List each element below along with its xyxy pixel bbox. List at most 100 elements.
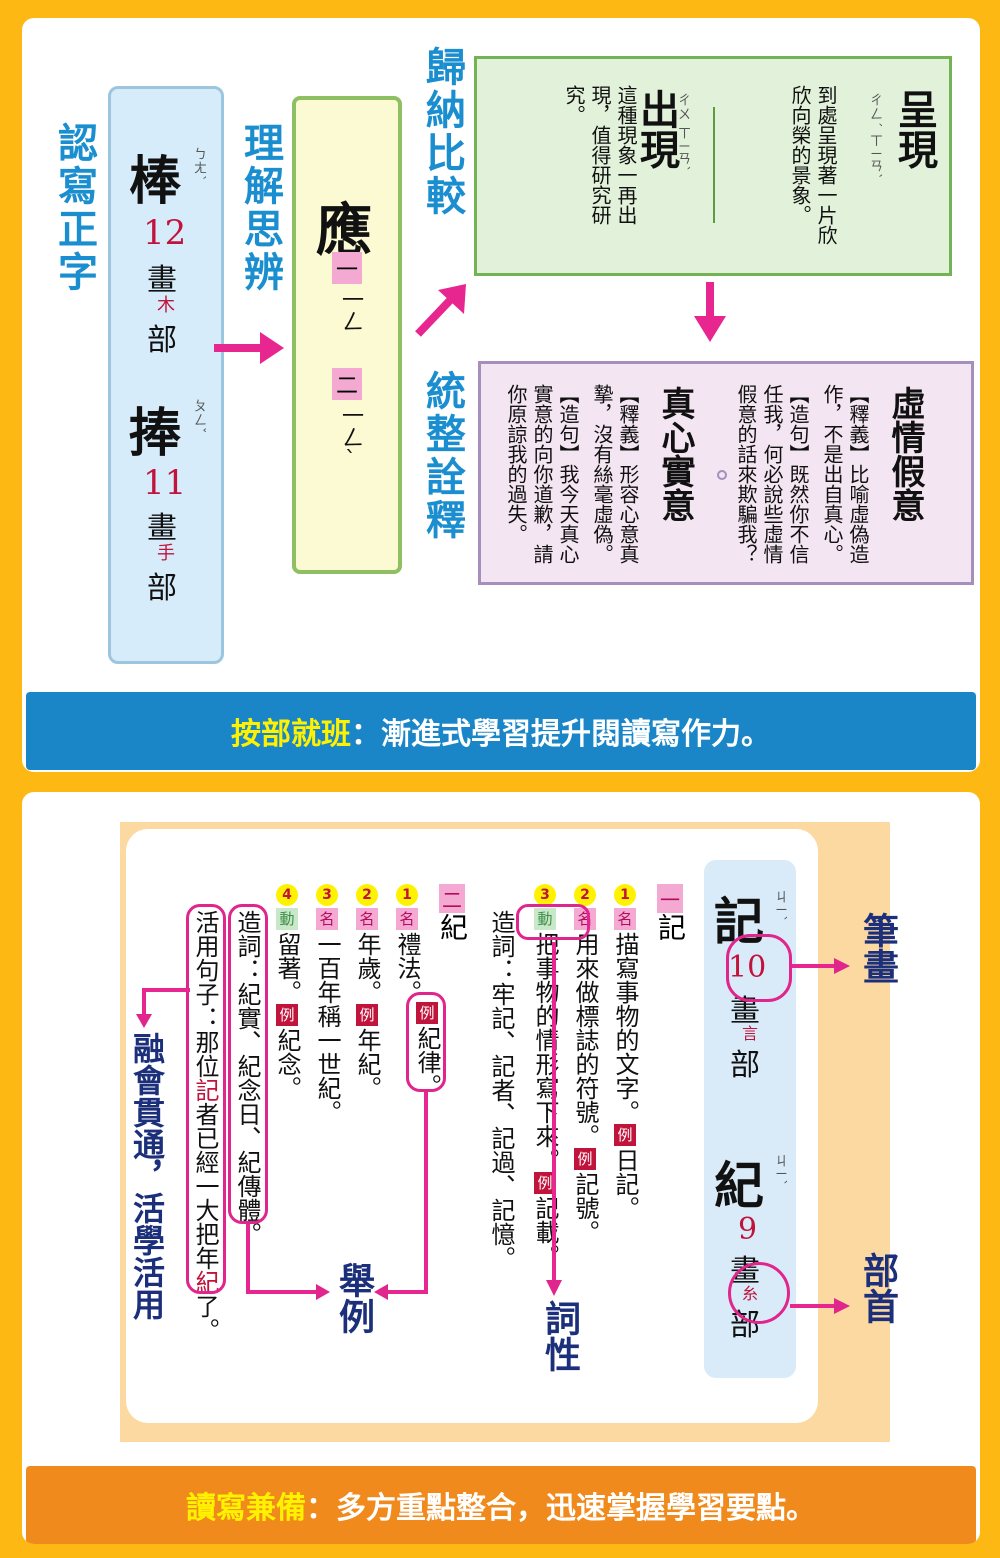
entry1-char: 記 [654, 913, 687, 941]
entry1-definition-2: 2名用來做標誌的符號。例記號。 [570, 884, 600, 1244]
entry2-header: 二紀 [432, 884, 472, 941]
divider [713, 107, 715, 223]
idiom-2-sentence: 【造句】我今天真心實意的向你道歉，請你原諒我的過失。 [504, 384, 580, 564]
connector [424, 1092, 428, 1292]
divider-ornament [717, 470, 727, 480]
label-apply: 融會貫通，活學活用 [128, 1032, 166, 1320]
example-tag: 例 [574, 1148, 596, 1170]
sentence-text: 了。 [191, 1294, 219, 1342]
idiom-1-meaning: 【釋義】比喻虛偽造作，不是出自真心。 [820, 384, 870, 564]
example-tag: 例 [416, 1002, 438, 1024]
entry2-definition-3: 3名一百年稱一世紀。 [312, 884, 342, 1124]
highlight-example [406, 992, 446, 1092]
idiom-panel: 虛情假意 【釋義】比喻虛偽造作，不是出自真心。 【造句】既然你不信任我，何必說些… [478, 361, 974, 585]
connector [246, 1224, 250, 1294]
label-pos: 詞性 [539, 1300, 581, 1372]
highlight-radical [728, 1262, 790, 1324]
sentence-highlight: 記 [191, 1078, 219, 1102]
hua-label: 畫 [147, 263, 177, 298]
definition-text: 一百年稱一世紀。 [313, 932, 341, 1124]
char-bang: 棒 [129, 151, 182, 212]
arrow-to-radical [790, 1304, 836, 1308]
word-chengxian-zhuyin: ㄔㄥˊ ㄒㄧㄢˋ [867, 93, 882, 181]
example-tag: 例 [276, 1004, 298, 1026]
definition-index: 2 [356, 884, 378, 906]
idiom-zhenxinshiyi: 真心實意 [655, 386, 695, 522]
highlight-sentence [186, 904, 226, 1294]
heading-recognize: 認寫正字 [51, 122, 97, 294]
reading-2-zhuyin: 一ㄥˋ [338, 404, 363, 473]
entry2-definition-2: 2名年歲。例年紀。 [352, 884, 382, 1100]
heading-induce: 歸納比較 [419, 46, 465, 218]
entry1-definition-1: 1名描寫事物的文字。例日記。 [610, 884, 640, 1220]
char-peng: 捧 [129, 403, 182, 464]
char-ji-zhuyin: ㄐㄧˋ [772, 890, 787, 923]
pos-tag: 名 [356, 908, 378, 930]
banner-text: ：漸進式學習提升閱讀寫作力。 [351, 717, 771, 752]
heading-integrate: 統整詮釋 [419, 370, 465, 542]
pos-tag: 動 [276, 908, 298, 930]
highlight-strokes [726, 934, 792, 1002]
reading-2-badge: 二 [332, 368, 363, 400]
definition-text: 描寫事物的文字。 [611, 932, 639, 1124]
arrow-up-right [412, 280, 472, 340]
pos-tag: 名 [316, 908, 338, 930]
banner-text: ：多方重點整合，迅速掌握學習要點。 [306, 1491, 816, 1526]
definition-index: 2 [574, 884, 596, 906]
entry1-number: 一 [657, 884, 683, 913]
idiom-2-meaning: 【釋義】形容心意真摯，沒有絲毫虛偽。 [590, 384, 640, 564]
label-radical: 部首 [857, 1252, 899, 1324]
word-chengxian-example: 到處呈現著一片欣欣向榮的景象。 [788, 85, 838, 245]
char-ji2-zhuyin: ㄐㄧˋ [772, 1154, 787, 1187]
pos-tag: 名 [396, 908, 418, 930]
banner-highlight: 按部就班 [231, 717, 351, 752]
definition-index: 1 [614, 884, 636, 906]
arrow-head [546, 1280, 562, 1296]
comparison-panel: 呈現 ㄔㄥˊ ㄒㄧㄢˋ 到處呈現著一片欣欣向榮的景象。 出現 ㄔㄨ ㄒㄧㄢˋ 這… [474, 56, 952, 276]
label-strokes: 筆畫 [857, 912, 899, 984]
panel-dictionary: 記 ㄐㄧˋ 10 畫 言 部 紀 ㄐㄧˋ 9 畫 糸 部 筆畫 部首 一記 1名… [22, 792, 980, 1544]
stroke-count-bang: 12 [143, 213, 187, 253]
definition-index: 3 [534, 884, 556, 906]
definition-index: 3 [316, 884, 338, 906]
hua-label: 畫 [147, 511, 177, 546]
connector [384, 1290, 428, 1294]
definition-text: 年歲。 [353, 932, 381, 1004]
entry2-char: 紀 [436, 913, 469, 941]
banner-step-by-step: 按部就班：漸進式學習提升閱讀寫作力。 [26, 692, 976, 770]
radical-bang: 木 [157, 295, 175, 316]
banner-read-write: 讀寫兼備：多方重點整合，迅速掌握學習要點。 [26, 1466, 976, 1544]
sentence-text: 活用句子：那位 [191, 910, 219, 1078]
panel-learning-steps: 認寫正字 理解思辨 歸納比較 統整詮釋 棒 ㄅㄤˋ 12 畫 木 部 捧 ㄆㄥˇ… [22, 18, 980, 772]
polyphone-scroll: 應 一 一ㄥ 二 一ㄥˋ [292, 96, 402, 574]
entry2-compound-words: 造詞：紀實、紀念日、紀傳體。 [233, 910, 261, 1246]
example-tag: 例 [534, 1172, 556, 1194]
character-scroll: 棒 ㄅㄤˋ 12 畫 木 部 捧 ㄆㄥˇ 11 畫 手 部 [108, 86, 224, 664]
idiom-1-sentence: 【造句】既然你不信任我，何必說些虛情假意的話來欺騙我？ [734, 384, 810, 564]
arrow-head [316, 1284, 330, 1300]
word-chengxian: 呈現 [891, 89, 937, 169]
char-ji2: 紀 [714, 1156, 764, 1215]
example-text: 紀念。 [273, 1028, 301, 1100]
word-chuxian-zhuyin: ㄔㄨ ㄒㄧㄢˋ [675, 93, 690, 174]
entry2-definition-1: 1名禮法。 [392, 884, 422, 1004]
definition-text: 用來做標誌的符號。 [571, 932, 599, 1148]
arrow-head [136, 1014, 152, 1028]
heading-understand: 理解思辨 [237, 122, 283, 294]
zhuyin-peng: ㄆㄥˇ [191, 399, 206, 435]
dictionary-page [126, 829, 818, 1423]
radical-peng: 手 [157, 543, 175, 564]
reading-1-zhuyin: 一ㄥ [338, 288, 363, 332]
arrow-head [834, 1298, 850, 1314]
connector [246, 1290, 316, 1294]
idiom-xuqingjiayi: 虛情假意 [885, 386, 925, 522]
connector [142, 988, 190, 992]
arrow-down [706, 282, 714, 318]
banner-highlight: 讀寫兼備 [186, 1491, 306, 1526]
definition-text: 留著。 [273, 932, 301, 1004]
bu-label: 部 [147, 323, 177, 358]
arrow-to-strokes [792, 964, 836, 968]
bu-label: 部 [730, 1048, 760, 1083]
definition-index: 1 [396, 884, 418, 906]
label-example: 舉例 [333, 1262, 375, 1334]
